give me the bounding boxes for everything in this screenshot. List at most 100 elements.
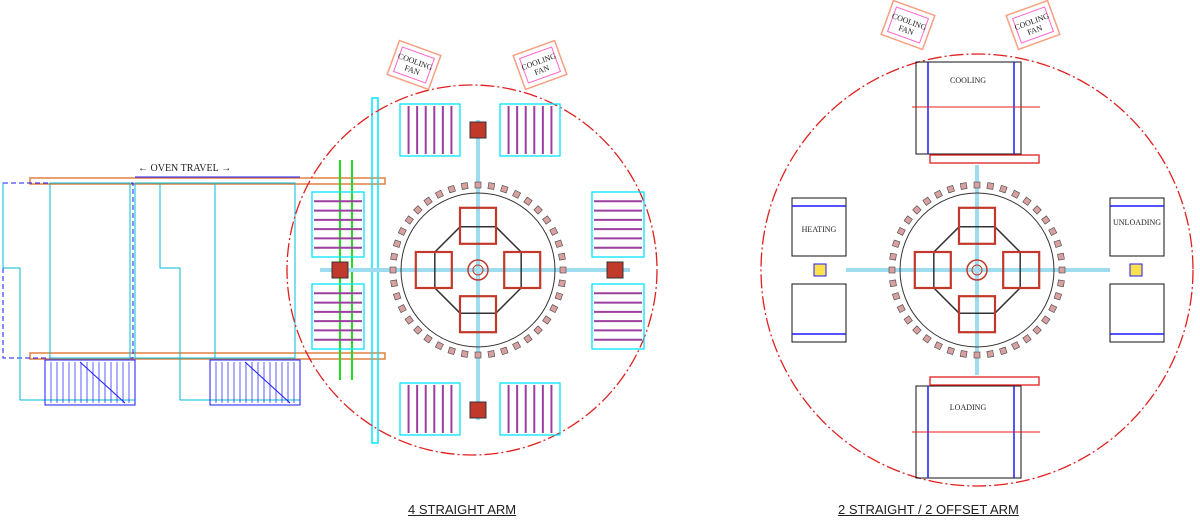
ring-pad bbox=[1041, 315, 1051, 325]
arm-box bbox=[458, 206, 498, 245]
ring-pad bbox=[959, 182, 968, 190]
ring-pad bbox=[1041, 215, 1051, 225]
line-work bbox=[79, 361, 126, 404]
ring-pad bbox=[500, 346, 509, 355]
caption-left: 4 STRAIGHT ARM bbox=[408, 502, 517, 517]
ring-pad bbox=[390, 252, 398, 261]
ring-pad bbox=[523, 196, 533, 206]
ring-pad bbox=[1058, 266, 1066, 274]
ring-pad bbox=[487, 350, 496, 358]
arm-box bbox=[414, 250, 453, 290]
arm-clamp bbox=[606, 261, 624, 279]
ring-pad bbox=[892, 292, 901, 301]
ring-pad bbox=[554, 239, 563, 248]
arm-box bbox=[957, 206, 997, 245]
ring-pad bbox=[393, 239, 402, 248]
ring-pad bbox=[434, 341, 444, 351]
stair-hatch bbox=[50, 361, 295, 404]
mold-frame bbox=[591, 283, 645, 350]
ring-pad bbox=[397, 304, 407, 314]
mold-frame bbox=[399, 103, 461, 157]
ring-pad bbox=[889, 279, 897, 288]
ring-pad bbox=[558, 252, 566, 261]
ring-pad bbox=[559, 266, 567, 274]
svg-text:UNLOADING: UNLOADING bbox=[1113, 218, 1161, 227]
ring-pad bbox=[393, 292, 402, 301]
ring-pad bbox=[1048, 304, 1058, 314]
ring-pad bbox=[892, 239, 901, 248]
ring-pad bbox=[413, 325, 423, 335]
ring bbox=[400, 192, 556, 348]
ring-pad bbox=[474, 351, 482, 359]
ring-pad bbox=[986, 182, 995, 190]
arm-clamp bbox=[813, 263, 827, 277]
ring-pad bbox=[554, 292, 563, 301]
ring bbox=[899, 192, 1055, 348]
ring-pad bbox=[946, 346, 955, 355]
ring-pad bbox=[460, 350, 469, 358]
ring-pad bbox=[986, 350, 995, 358]
ring-pad bbox=[973, 181, 981, 189]
hub bbox=[971, 264, 983, 276]
ring-pad bbox=[1011, 341, 1021, 351]
ring-pad bbox=[959, 350, 968, 358]
ring-pad bbox=[423, 196, 433, 206]
oven-track bbox=[2, 97, 386, 444]
ring-pad bbox=[404, 315, 414, 325]
ring-pad bbox=[1057, 252, 1065, 261]
ring-pad bbox=[487, 182, 496, 190]
ring-pad bbox=[434, 189, 444, 199]
mold-frame bbox=[311, 191, 365, 258]
ring-pad bbox=[1048, 226, 1058, 236]
ring-pad bbox=[542, 215, 552, 225]
mold-frame bbox=[499, 103, 561, 157]
arm-box bbox=[913, 250, 952, 290]
oven-travel-text: OVEN TRAVEL bbox=[150, 163, 219, 174]
ring-pad bbox=[512, 341, 522, 351]
arm-box bbox=[1002, 250, 1041, 290]
ring-pad bbox=[423, 334, 433, 344]
ring-pad bbox=[1022, 334, 1032, 344]
mold-frame bbox=[311, 283, 365, 350]
swing-radius-left bbox=[286, 84, 658, 456]
ring-pad bbox=[460, 182, 469, 190]
ring-pad bbox=[474, 181, 482, 189]
ring-pad bbox=[512, 189, 522, 199]
line-work bbox=[244, 361, 291, 404]
arm-clamp bbox=[469, 121, 487, 139]
svg-text:LOADING: LOADING bbox=[950, 403, 987, 412]
ring-pad bbox=[1011, 189, 1021, 199]
arm-clamp bbox=[1129, 263, 1143, 277]
ring-pad bbox=[558, 279, 566, 288]
carousel-left bbox=[311, 103, 645, 436]
mold-frame bbox=[499, 382, 561, 436]
oven-travel-label: ← OVEN TRAVEL → bbox=[138, 163, 232, 174]
ring-pad bbox=[912, 205, 922, 215]
arm-box bbox=[458, 295, 498, 334]
station-loading: LOADING bbox=[912, 376, 1040, 479]
ring-pad bbox=[549, 304, 559, 314]
ring-pad bbox=[1053, 292, 1062, 301]
ring-pad bbox=[390, 279, 398, 288]
ring-pad bbox=[896, 304, 906, 314]
ring-pad bbox=[889, 252, 897, 261]
ring-pad bbox=[896, 226, 906, 236]
ring-pad bbox=[903, 215, 913, 225]
station-heating: HEATING bbox=[791, 197, 847, 343]
ring-pad bbox=[912, 325, 922, 335]
ring-pad bbox=[973, 351, 981, 359]
hub bbox=[966, 259, 988, 281]
ring-pad bbox=[549, 226, 559, 236]
ring-pad bbox=[999, 346, 1008, 355]
ring-pad bbox=[500, 185, 509, 194]
arm-box bbox=[503, 250, 542, 290]
ring-pad bbox=[1022, 196, 1032, 206]
ring-pad bbox=[389, 266, 397, 274]
mold-frame bbox=[399, 382, 461, 436]
ring-pad bbox=[922, 334, 932, 344]
ring-pad bbox=[533, 325, 543, 335]
ring-pad bbox=[542, 315, 552, 325]
